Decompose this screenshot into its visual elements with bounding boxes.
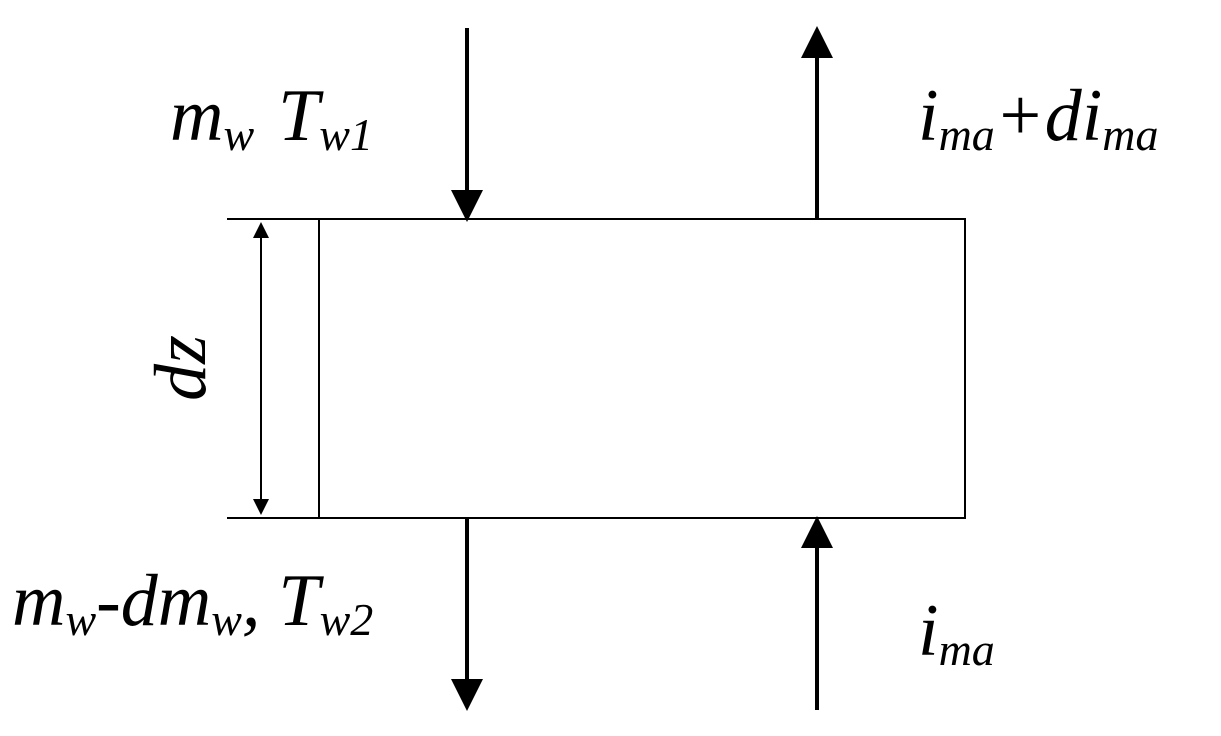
air-outlet-label: ima+dima xyxy=(918,75,1159,160)
control-volume-box xyxy=(318,218,966,519)
dz-label: dz xyxy=(140,335,222,401)
air-inlet-label: ima xyxy=(918,590,995,675)
water-outlet-label: mw-dmw,Tw2 xyxy=(12,560,373,645)
